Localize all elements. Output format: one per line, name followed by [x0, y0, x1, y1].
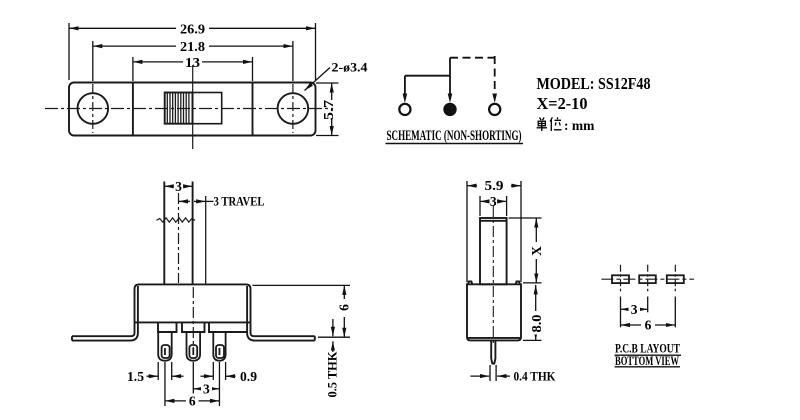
svg-text:26.9: 26.9	[180, 22, 205, 37]
svg-text:X=2-10: X=2-10	[537, 94, 588, 113]
svg-text:SCHEMATIC (NON-SHORTING): SCHEMATIC (NON-SHORTING)	[387, 128, 522, 144]
svg-text:0.5 THK: 0.5 THK	[326, 351, 340, 397]
svg-text:3: 3	[175, 179, 182, 194]
svg-text:X: X	[529, 246, 544, 256]
svg-text:6: 6	[645, 318, 652, 333]
svg-text:3: 3	[490, 194, 497, 209]
svg-text:P.C.B LAYOUT: P.C.B LAYOUT	[615, 341, 680, 356]
svg-text:21.8: 21.8	[180, 39, 205, 54]
svg-text:0.4 THK: 0.4 THK	[514, 369, 556, 383]
svg-text:5.7: 5.7	[321, 100, 336, 120]
svg-text:1.5: 1.5	[127, 369, 144, 384]
svg-text:13: 13	[185, 55, 200, 70]
svg-text:0.9: 0.9	[240, 369, 257, 384]
svg-text:3: 3	[203, 381, 210, 396]
svg-text:6: 6	[189, 393, 196, 408]
svg-text:3 TRAVEL: 3 TRAVEL	[214, 195, 265, 209]
svg-text:3: 3	[631, 302, 638, 317]
svg-text:: mm: : mm	[564, 118, 595, 133]
svg-text:6: 6	[336, 304, 351, 311]
svg-text:MODEL: SS12F48: MODEL: SS12F48	[537, 74, 651, 93]
svg-text:2-ø3.4: 2-ø3.4	[332, 60, 369, 74]
svg-text:8.0: 8.0	[529, 314, 544, 332]
svg-text:BOTTOM VIEW: BOTTOM VIEW	[615, 353, 679, 368]
svg-text:5.9: 5.9	[485, 178, 504, 193]
